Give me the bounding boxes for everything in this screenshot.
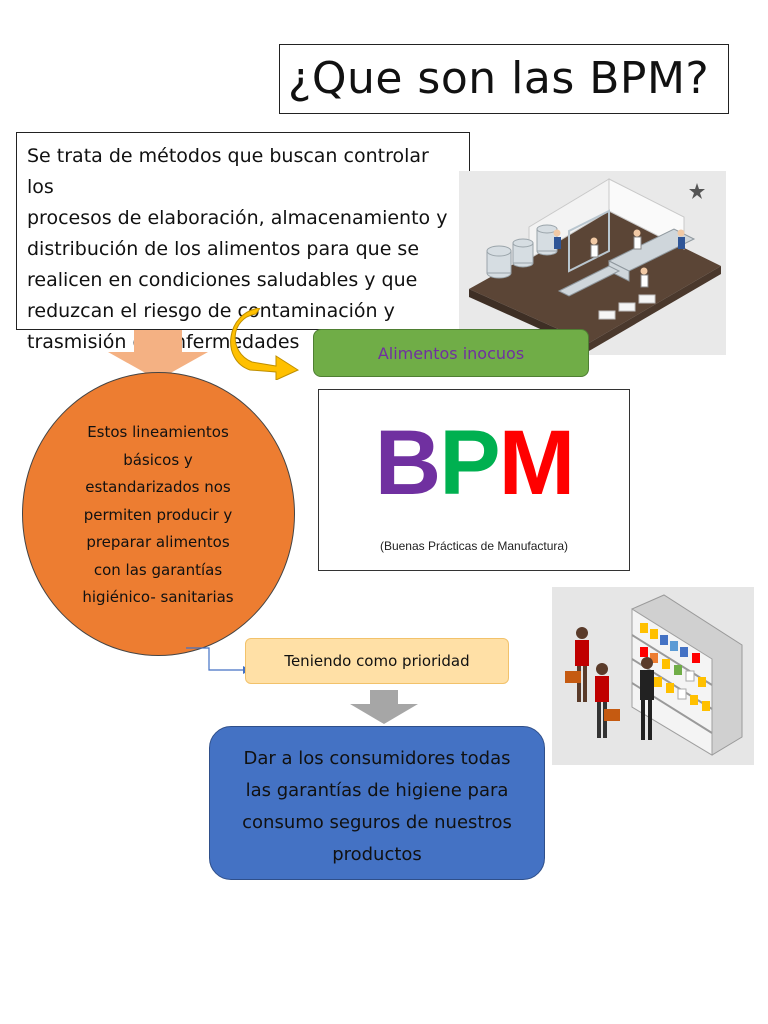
circle-line: estandarizados nos [85,478,231,496]
definition-line: distribución de los alimentos para que s… [27,238,420,260]
alimentos-inocuos-box: Alimentos inocuos [313,329,589,377]
page-title: ¿Que son las BPM? [288,53,710,104]
down-arrow-icon [108,330,208,380]
goal-line: consumo seguros de nuestros [242,812,512,833]
prioridad-label: Teniendo como prioridad [284,652,470,670]
definition-line: Se trata de métodos que buscan controlar… [27,145,429,198]
definition-box: Se trata de métodos que buscan controlar… [16,132,470,353]
circle-line: higiénico- sanitarias [82,588,234,606]
prioridad-box: Teniendo como prioridad [245,638,509,684]
definition-line: realicen en condiciones saludables y que [27,269,418,291]
bpm-subtitle: (Buenas Prácticas de Manufactura) [379,539,569,553]
title-box: ¿Que son las BPM? [279,44,729,114]
consumidores-box: Dar a los consumidores todas las garantí… [209,726,545,880]
circle-line: básicos y [123,450,193,469]
lineamientos-circle: Estos lineamientos básicos y estandariza… [22,372,295,656]
circle-text: Estos lineamientos básicos y estandariza… [63,419,253,612]
circle-line: preparar alimentos [86,533,230,551]
definition-line: reduzcan el riesgo de contaminación y [27,300,395,322]
definition-line: procesos de elaboración, almacenamiento … [27,207,448,229]
bpm-logo-box: BPM (Buenas Prácticas de Manufactura) [318,389,630,571]
goal-line: productos [332,844,422,865]
factory-illustration-icon [459,171,726,355]
curved-arrow-icon [230,308,300,380]
alimentos-inocuos-label: Alimentos inocuos [377,343,525,363]
goal-line: Dar a los consumidores todas [243,748,511,769]
goal-line: las garantías de higiene para [245,780,509,801]
connector-arrow-icon [186,647,251,674]
bpm-logo: BPM [319,408,629,518]
circle-line: con las garantías [93,560,223,579]
consumidores-text: Dar a los consumidores todas las garantí… [210,743,544,871]
bpm-letter-m: M [498,412,576,514]
bpm-letter-p: P [439,412,500,514]
circle-line: permiten producir y [83,505,233,524]
circle-line: Estos lineamientos [87,423,229,441]
supermarket-illustration-icon [552,587,754,765]
bpm-letter-b: B [374,412,441,514]
down-arrow-icon [350,690,418,724]
